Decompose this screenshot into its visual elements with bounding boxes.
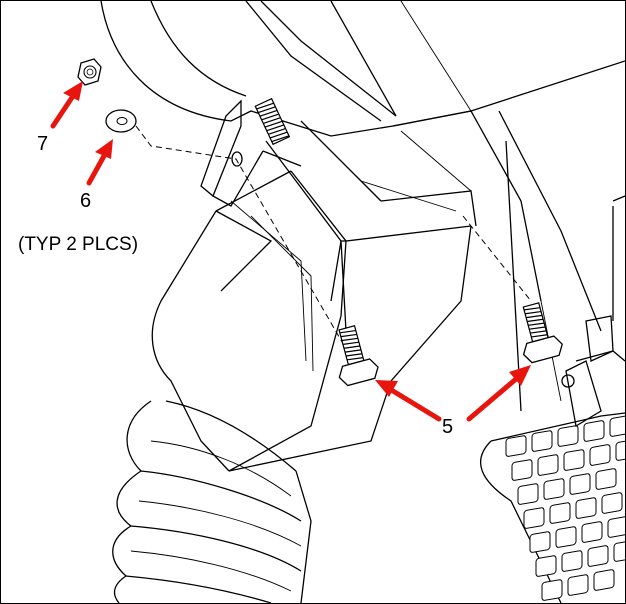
bolt-icon xyxy=(522,302,563,364)
bellows-boot-icon xyxy=(112,400,312,603)
washer-icon xyxy=(105,109,137,133)
pedal-icon xyxy=(480,412,625,603)
stud-bolt-icon xyxy=(254,97,291,146)
assembly-path-right xyxy=(462,215,532,302)
callout-label-washer: 6 xyxy=(80,190,92,212)
pedal-tread-grid xyxy=(505,415,625,601)
bolt-icon xyxy=(338,325,379,387)
arrow-to-bolt-right xyxy=(466,365,531,422)
pedal-mechanism xyxy=(561,195,625,428)
arrow-to-nut xyxy=(50,81,83,129)
callout-note-typical: (TYP 2 PLCS) xyxy=(18,234,139,255)
callout-label-bolt: 5 xyxy=(442,416,454,438)
upper-housing xyxy=(100,1,625,137)
callout-arrows xyxy=(50,81,531,422)
arrow-to-bolt-left xyxy=(375,380,442,422)
assembly-path-left xyxy=(135,125,357,367)
callout-label-nut: 7 xyxy=(37,133,49,155)
nut-icon xyxy=(77,58,102,86)
mounting-bracket xyxy=(200,99,302,207)
steering-column xyxy=(151,110,602,472)
arrow-to-washer xyxy=(86,139,113,186)
